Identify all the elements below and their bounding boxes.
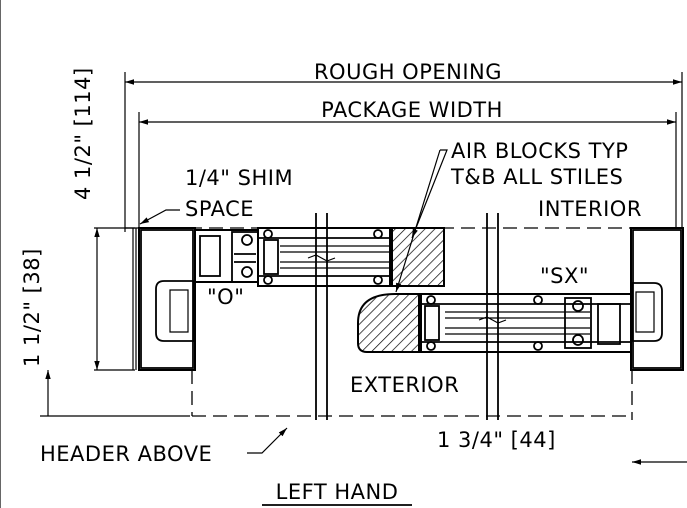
air-block-lower	[357, 293, 420, 353]
air-blocks-label-line2: T&B ALL STILES	[450, 165, 623, 189]
rough-opening-label: ROUGH OPENING	[314, 60, 502, 84]
vertical-dimensions: 1 1/2" [38] 4 1/2" [114]	[0, 0, 190, 508]
header-above-label: HEADER ABOVE	[40, 442, 212, 466]
left-jamb	[132, 227, 196, 371]
shim-label-line1: 1/4" SHIM	[185, 166, 293, 190]
fixed-panel-o	[194, 227, 391, 287]
sliding-panel-sx	[357, 293, 632, 353]
interior-label: INTERIOR	[538, 197, 642, 221]
dim-bottom-right-label: 1 3/4" [44]	[437, 428, 556, 452]
package-width-label: PACKAGE WIDTH	[321, 98, 503, 122]
title-label: LEFT HAND	[276, 480, 399, 504]
dim-vertical-bottom-label: 1 1/2" [38]	[20, 248, 44, 367]
rough-opening-dimension: ROUGH OPENING	[124, 60, 683, 232]
panel-o-label: "O"	[207, 285, 244, 309]
drawing-title: LEFT HAND	[262, 480, 412, 506]
shim-label-line2: SPACE	[185, 197, 254, 221]
panel-sx-label: "SX"	[540, 264, 589, 288]
exterior-label: EXTERIOR	[350, 373, 459, 397]
leaders	[139, 149, 687, 465]
air-blocks-label-line1: AIR BLOCKS TYP	[451, 139, 628, 163]
break-lines	[307, 213, 507, 420]
package-width-dimension: PACKAGE WIDTH	[138, 98, 677, 232]
air-block-upper	[391, 227, 445, 287]
dim-vertical-top-label: 4 1/2" [114]	[71, 67, 95, 200]
right-jamb	[630, 227, 684, 371]
